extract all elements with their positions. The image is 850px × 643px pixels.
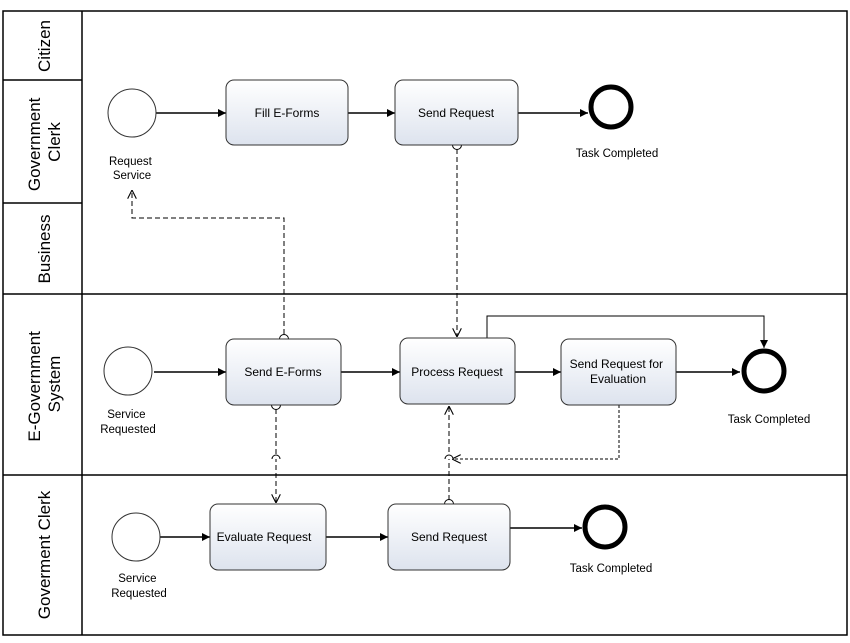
task-evaluate-request[interactable]: Evaluate Request xyxy=(209,503,327,571)
task-label-evaluate-request: Evaluate Request xyxy=(217,530,312,544)
lane-label-government-clerk-line2: Clerk xyxy=(45,122,64,162)
lane-label-government-clerk-line1: Government xyxy=(25,97,44,191)
start-event-service-requested-mid[interactable] xyxy=(103,346,153,396)
end-event-task-completed-top[interactable] xyxy=(588,84,634,130)
pool-frame xyxy=(2,10,848,636)
event-label-request-service-line2: Service xyxy=(113,170,151,182)
event-label-task-completed-bottom: Task Completed xyxy=(570,563,652,575)
event-label-service-requested-bottom-line1: Service xyxy=(118,573,156,585)
task-process-request[interactable]: Process Request xyxy=(399,337,516,405)
event-label-service-requested-bottom-line2: Requested xyxy=(111,588,167,600)
end-event-task-completed-bottom[interactable] xyxy=(582,504,628,550)
task-label-send-request-top: Send Request xyxy=(418,106,495,120)
message-send-eval-to-service-requested xyxy=(452,405,620,459)
event-label-service-requested-mid: Service Requested xyxy=(100,409,156,436)
end-event-task-completed-mid[interactable] xyxy=(741,348,787,394)
lane-label-goverment-clerk: Goverment Clerk xyxy=(35,490,54,619)
task-send-request-for-evaluation[interactable]: Send Request for Evaluation xyxy=(560,338,677,406)
task-label-fill-eforms: Fill E-Forms xyxy=(255,106,320,120)
start-event-service-requested-bottom[interactable] xyxy=(111,512,161,562)
event-label-task-completed-top: Task Completed xyxy=(576,148,658,160)
hop-at-276 xyxy=(271,454,281,460)
start-event-request-service[interactable] xyxy=(107,88,157,138)
message-flow-hops xyxy=(271,454,454,460)
event-label-request-service-line1: Request xyxy=(109,156,153,168)
task-send-eforms[interactable]: Send E-Forms xyxy=(225,338,342,406)
task-label-send-request-bottom: Send Request xyxy=(411,530,488,544)
tasks: Fill E-Forms Send Request Send E-Forms P… xyxy=(209,79,677,571)
message-flows xyxy=(132,149,620,503)
flow-process-request-to-end-mid xyxy=(486,315,768,348)
event-label-service-requested-mid-line1: Service xyxy=(107,409,145,421)
task-label-send-eval-line2: Evaluation xyxy=(590,372,646,386)
task-label-send-eforms: Send E-Forms xyxy=(244,365,321,379)
task-send-request-bottom[interactable]: Send Request xyxy=(387,503,511,571)
message-send-eforms-to-request-service xyxy=(132,190,285,334)
lane-label-business: Business xyxy=(35,215,54,284)
task-label-process-request: Process Request xyxy=(411,365,503,379)
hop-at-449 xyxy=(444,454,454,460)
event-label-task-completed-mid: Task Completed xyxy=(728,414,810,426)
task-label-send-eval-line1: Send Request for xyxy=(570,357,663,371)
lane-label-citizen: Citizen xyxy=(35,20,54,72)
events: Request Service Task Completed Service R… xyxy=(100,84,810,600)
lane-label-egovernment-system: E-Government System xyxy=(25,326,64,441)
task-send-request-top[interactable]: Send Request xyxy=(394,79,519,146)
sequence-flows xyxy=(154,109,768,541)
lane-labels: Citizen Government Clerk Business E-Gove… xyxy=(25,20,64,619)
lane-label-egovernment-system-line1: E-Government xyxy=(25,331,44,442)
message-flow-origins xyxy=(271,140,462,509)
event-label-service-requested-bottom: Service Requested xyxy=(111,573,167,600)
lane-label-government-clerk: Government Clerk xyxy=(25,93,64,191)
event-label-service-requested-mid-line2: Requested xyxy=(100,424,156,436)
task-label-send-request-for-evaluation: Send Request for Evaluation xyxy=(570,357,667,386)
lane-label-egovernment-system-line2: System xyxy=(45,356,64,413)
task-fill-eforms[interactable]: Fill E-Forms xyxy=(225,79,349,146)
event-label-request-service: Request Service xyxy=(109,156,155,182)
